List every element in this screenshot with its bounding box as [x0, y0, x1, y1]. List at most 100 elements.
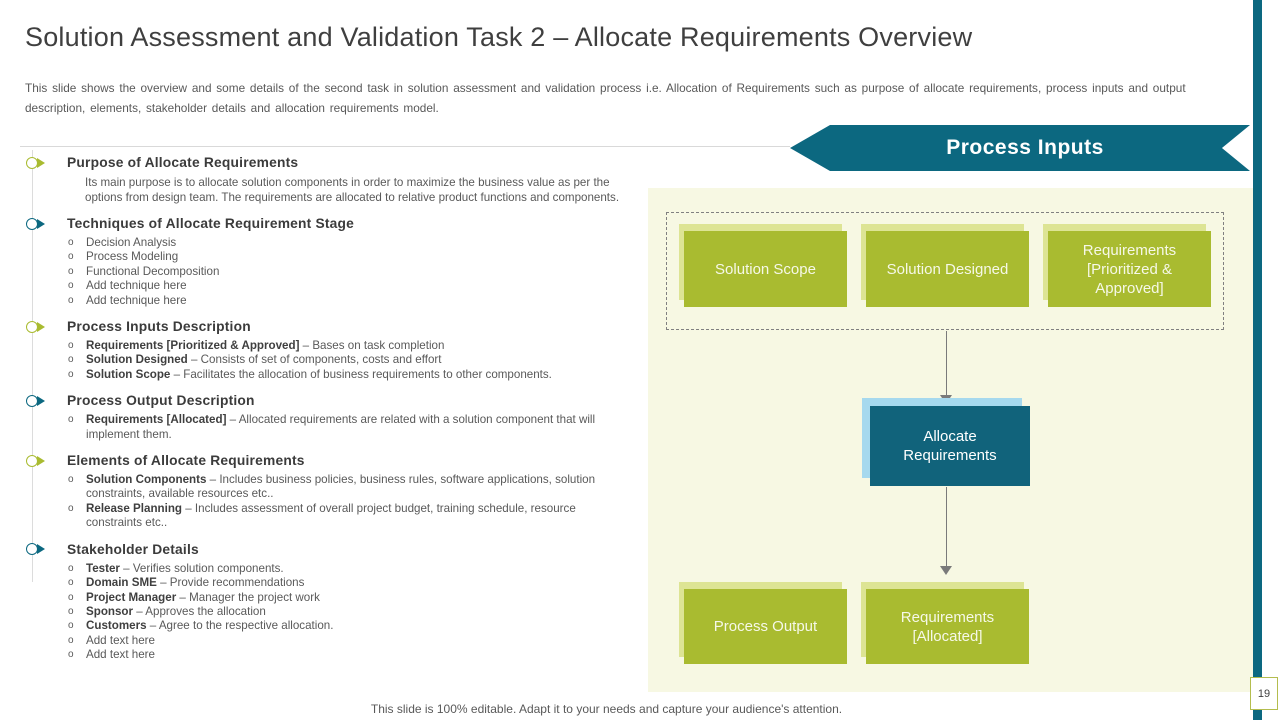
item-bullet: o [68, 562, 74, 574]
box-label: Solution Designed [866, 231, 1029, 307]
item-bullet: o [68, 354, 74, 366]
item-text: Requirements [Allocated] – Allocated req… [86, 413, 596, 441]
triangle-glyph [37, 455, 45, 466]
triangle-glyph [37, 544, 45, 555]
output-box: Requirements [Allocated] [861, 582, 1029, 664]
item-bullet: o [68, 368, 74, 380]
section-header: Techniques of Allocate Requirement Stage [26, 216, 644, 231]
arrow-down-icon [939, 487, 953, 576]
item-text: Solution Scope – Facilitates the allocat… [86, 367, 552, 381]
item-text: Requirements [Prioritized & Approved] – … [86, 339, 445, 353]
page-number: 19 [1250, 677, 1278, 710]
box-label: Requirements [Allocated] [866, 589, 1029, 664]
item-text: Decision Analysis [86, 236, 177, 249]
section-bullet-icon [26, 320, 48, 333]
item-text: Process Modeling [86, 250, 179, 264]
item-bullet: o [68, 280, 74, 292]
box-label: Solution Scope [684, 231, 847, 307]
item-text: Project Manager – Manager the project wo… [86, 590, 320, 604]
list-item: o Decision Analysis [68, 236, 628, 250]
section-heading: Process Output Description [67, 393, 255, 409]
input-box: Solution Designed [861, 224, 1029, 307]
section-header: Stakeholder Details [26, 542, 644, 557]
triangle-glyph [37, 157, 45, 168]
list-item: o Customers – Agree to the respective all… [68, 619, 628, 633]
header-divider [20, 146, 790, 147]
output-boxes-row: Process Output Requirements [Allocated] [679, 582, 1029, 664]
section: Process Inputs Description o Requirements … [26, 319, 644, 382]
item-text: Add technique here [86, 279, 187, 293]
section: Elements of Allocate Requirements o Soluti… [26, 453, 644, 531]
list-item: o Solution Scope – Facilitates the alloca… [68, 368, 628, 382]
slide-subtitle: This slide shows the overview and some d… [25, 81, 1186, 115]
item-text: Solution Components – Includes business … [86, 473, 596, 501]
item-bullet: o [68, 294, 74, 306]
section-connector-line [32, 150, 33, 582]
output-box: Process Output [679, 582, 847, 664]
item-bullet: o [68, 340, 74, 352]
section: Techniques of Allocate Requirement Stage… [26, 216, 644, 308]
input-box: Requirements [Prioritized & Approved] [1043, 224, 1211, 307]
arrow-down-icon [939, 331, 953, 405]
item-bullet: o [68, 502, 74, 514]
item-bullet: o [68, 605, 74, 617]
item-text: Release Planning – Includes assessment o… [86, 501, 576, 530]
section-paragraph: Its main purpose is to allocate solution… [85, 176, 620, 204]
item-text: Customers – Agree to the respective allo… [86, 619, 334, 633]
list-item: o Solution Components – Includes business… [68, 473, 628, 502]
list-item: o Domain SME – Provide recommendations [68, 576, 628, 590]
list-item: o Tester – Verifies solution components. [68, 562, 628, 576]
section-header: Process Output Description [26, 393, 644, 408]
input-box: Solution Scope [679, 224, 847, 307]
section-bullet-icon [26, 454, 48, 467]
item-text: Sponsor – Approves the allocation [86, 604, 266, 618]
item-text: Domain SME – Provide recommendations [86, 576, 305, 590]
list-item: o Sponsor – Approves the allocation [68, 605, 628, 619]
item-text: Tester – Verifies solution components. [86, 561, 284, 575]
item-bullet: o [68, 620, 74, 632]
allocate-requirements-label: Allocate Requirements [870, 406, 1030, 486]
box-label: Process Output [684, 589, 847, 664]
section-bullet-icon [26, 394, 48, 407]
list-item: o Requirements [Prioritized & Approved] –… [68, 339, 628, 353]
allocate-requirements-box: Allocate Requirements [862, 398, 1030, 486]
process-inputs-banner: Process Inputs [790, 125, 1250, 171]
section-header: Elements of Allocate Requirements [26, 453, 644, 468]
list-item: o Add technique here [68, 279, 628, 293]
item-bullet: o [68, 634, 74, 646]
box-label: Requirements [Prioritized & Approved] [1048, 231, 1211, 307]
item-bullet: o [68, 265, 74, 277]
item-text: Add text here [86, 648, 155, 662]
section-heading: Elements of Allocate Requirements [67, 453, 305, 469]
section-header: Purpose of Allocate Requirements [26, 155, 644, 170]
list-item: o Add text here [68, 648, 628, 662]
footer-note: This slide is 100% editable. Adapt it to… [370, 702, 843, 716]
inputs-dashed-border [666, 212, 1224, 330]
section-bullet-icon [26, 156, 48, 169]
item-bullet: o [68, 237, 74, 248]
item-bullet: o [68, 251, 74, 263]
section-heading: Stakeholder Details [67, 541, 199, 557]
item-bullet: o [68, 474, 74, 486]
item-bullet: o [68, 577, 74, 589]
section-heading: Techniques of Allocate Requirement Stage [67, 216, 355, 231]
section-items: o Requirements [Prioritized & Approved] –… [68, 339, 644, 382]
section-header: Process Inputs Description [26, 319, 644, 334]
right-accent-bar [1253, 0, 1262, 720]
item-text: Add text here [86, 633, 155, 647]
triangle-glyph [37, 218, 45, 229]
item-bullet: o [68, 649, 74, 661]
section-heading: Purpose of Allocate Requirements [67, 155, 299, 170]
